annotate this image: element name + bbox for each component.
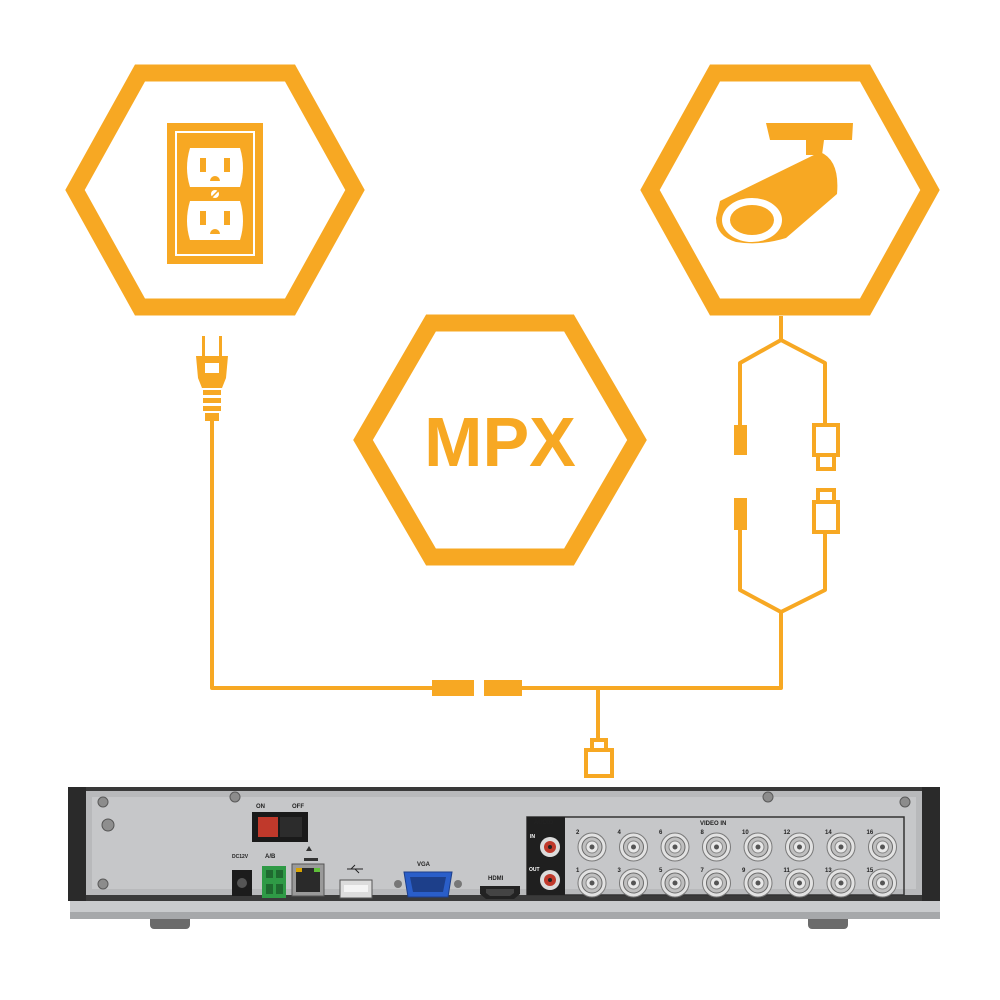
ethernet-port[interactable] (291, 846, 325, 897)
bnc-video-input-2[interactable]: 2 (576, 830, 607, 862)
power-split-connector-top (734, 425, 747, 455)
camera-hexagon (640, 64, 940, 316)
cable-connectors (432, 423, 840, 778)
hdmi-label: HDMI (488, 876, 504, 882)
bnc-video-input-9[interactable]: 9 (742, 868, 773, 898)
bnc-video-input-5[interactable]: 5 (659, 868, 690, 898)
vga-port[interactable]: VGA (394, 862, 462, 898)
channel-label-4: 4 (618, 830, 622, 836)
usb-port[interactable] (339, 864, 373, 899)
power-split-connector-bottom (734, 498, 747, 530)
channel-label-15: 15 (867, 868, 874, 874)
audio-in-label: IN (530, 834, 535, 840)
bnc-video-input-16[interactable]: 16 (867, 830, 897, 862)
mpx-hexagon: MPX (353, 314, 647, 566)
bnc-video-input-12[interactable]: 12 (784, 830, 814, 862)
bnc-video-input-11[interactable]: 11 (784, 868, 814, 898)
bnc-video-input-1[interactable]: 1 (576, 868, 607, 898)
dc-label: DC12V (232, 854, 249, 860)
channel-label-3: 3 (618, 868, 622, 874)
rs485-terminal[interactable]: A/B (262, 854, 286, 898)
channel-label-11: 11 (784, 868, 791, 874)
bnc-video-input-14[interactable]: 14 (825, 830, 856, 862)
vga-label: VGA (417, 862, 431, 868)
channel-label-7: 7 (701, 868, 705, 874)
bnc-video-input-15[interactable]: 15 (867, 868, 897, 898)
channel-label-6: 6 (659, 830, 663, 836)
channel-label-2: 2 (576, 830, 580, 836)
outlet-hexagon (65, 64, 365, 316)
bnc-video-input-13[interactable]: 13 (825, 868, 856, 898)
audio-label: AUDIO (534, 820, 554, 826)
video-in-label: VIDEO IN (700, 821, 726, 827)
bnc-video-input-10[interactable]: 10 (742, 830, 773, 862)
mpx-label: MPX (424, 403, 576, 481)
split-top-right (780, 338, 827, 425)
bnc-video-input-3[interactable]: 3 (618, 868, 648, 898)
power-plug-icon (196, 336, 228, 421)
dc-power-jack[interactable]: DC12V (232, 854, 252, 896)
bnc-row-top: 2 4 6 8 10 12 14 16 (576, 830, 897, 862)
bnc-connector-dvr (584, 738, 614, 778)
usb-icon (347, 864, 363, 874)
audio-out-label: OUT (529, 867, 540, 873)
bnc-video-input-6[interactable]: 6 (659, 830, 690, 862)
power-switch[interactable]: ON OFF (252, 804, 308, 842)
split-bottom-right (780, 530, 827, 614)
audio-in-jack[interactable] (540, 837, 560, 857)
channel-label-14: 14 (825, 830, 832, 836)
channel-label-5: 5 (659, 868, 663, 874)
power-on-label: ON (256, 804, 265, 810)
channel-label-13: 13 (825, 868, 832, 874)
power-connector-male (432, 680, 474, 696)
dvr-back-panel: ON OFF DC12V A/B (68, 787, 940, 929)
cables (210, 316, 827, 740)
channel-label-10: 10 (742, 830, 749, 836)
split-bottom-left (738, 530, 782, 614)
siamese-cable-bottom (522, 612, 783, 690)
ab-label: A/B (265, 854, 276, 860)
power-outlet-icon (167, 123, 263, 264)
channel-label-8: 8 (701, 830, 705, 836)
power-connector-female (484, 680, 522, 696)
hdmi-port[interactable]: HDMI (480, 876, 520, 899)
bnc-video-input-7[interactable]: 7 (701, 868, 731, 898)
audio-out-jack[interactable] (540, 870, 560, 890)
channel-label-1: 1 (576, 868, 580, 874)
bnc-video-input-4[interactable]: 4 (618, 830, 648, 862)
security-camera-icon (716, 123, 853, 244)
power-cable (210, 420, 432, 690)
channel-label-16: 16 (867, 830, 874, 836)
split-top-left (738, 338, 782, 425)
channel-label-12: 12 (784, 830, 791, 836)
channel-label-9: 9 (742, 868, 746, 874)
bnc-video-input-8[interactable]: 8 (701, 830, 731, 862)
bnc-connector-bottom (812, 488, 840, 534)
bnc-connector-top (812, 423, 840, 471)
power-off-label: OFF (292, 804, 304, 810)
